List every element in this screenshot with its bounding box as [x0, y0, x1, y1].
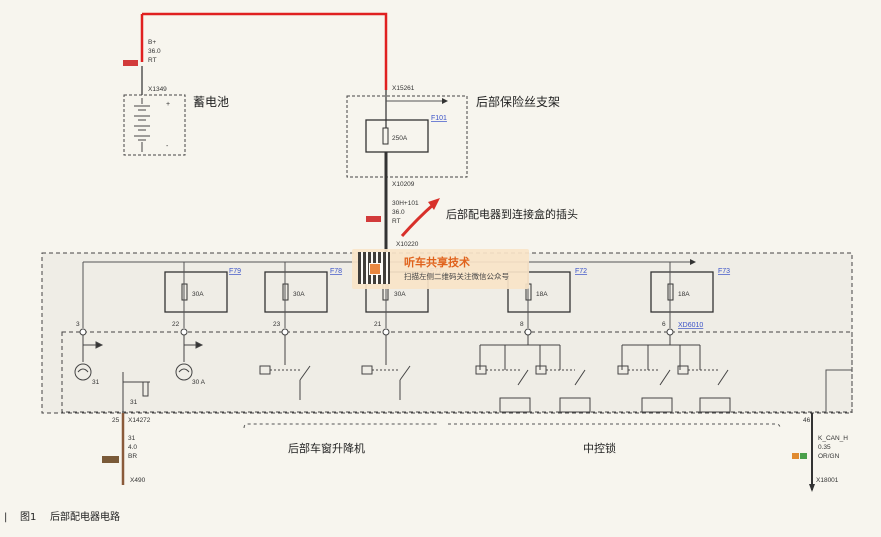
group-windows: 后部车窗升降机: [288, 441, 365, 455]
rear-fuse-connector-top: X15261: [392, 85, 415, 92]
ground-wire-2: 4.0: [128, 444, 137, 451]
left-components: [74, 335, 204, 420]
can-l3: OR/GN: [818, 453, 840, 460]
rear-fuse-holder-name: 后部保险丝支架: [476, 94, 560, 109]
can-connector: X18001: [816, 477, 839, 484]
label-31c: 31: [130, 399, 138, 406]
fuse-f101-rating: 250A: [392, 135, 408, 142]
fuse-f101-id: F101: [431, 115, 447, 122]
plug-wire-swatch: [366, 216, 381, 222]
battery-plus: +: [166, 101, 170, 108]
caption-title: 后部配电器电路: [50, 510, 120, 523]
qr-code-icon[interactable]: [358, 252, 390, 284]
lock-relays: [475, 335, 731, 413]
b-plus-wire: [140, 12, 388, 90]
rear-fuse-connector-bottom: X10209: [392, 181, 415, 188]
watermark-subtitle: 扫描左侧二维码关注微信公众号: [404, 272, 509, 281]
battery-wire-label-1: B+: [148, 39, 156, 46]
pin-f73: 6: [662, 321, 666, 328]
distributor-connector-right: XD6010: [678, 322, 703, 329]
control-module-box: [61, 331, 853, 413]
ground-wire-3: BR: [128, 453, 137, 460]
caption-figure: 图1: [20, 511, 36, 523]
ground-pin: 25: [112, 417, 120, 424]
pin-f79: 22: [172, 321, 180, 328]
battery-wire-label-3: RT: [148, 57, 157, 64]
fuse-f73-id: F73: [718, 268, 730, 275]
wire-color-swatch-red: [123, 60, 138, 66]
fuse-f79-rating: 30A: [192, 291, 204, 298]
watermark-banner[interactable]: 听车共享技术 扫描左侧二维码关注微信公众号: [352, 249, 529, 289]
battery-symbol: [134, 98, 150, 152]
battery-minus: -: [166, 143, 169, 150]
pin-left: 3: [76, 321, 80, 328]
caption-bar: |: [4, 512, 7, 523]
fuse-f79-id: F79: [229, 268, 241, 275]
battery-connector: X1349: [148, 86, 167, 93]
ground-bottom: X490: [130, 477, 146, 484]
fuse-f78-id: F78: [330, 268, 342, 275]
window-relays: [259, 335, 411, 400]
plug-wire-label-1: 30H+101: [392, 200, 419, 207]
battery-box: [123, 94, 186, 156]
battery-wire-label-2: 36.0: [148, 48, 161, 55]
fuse-f77-rating: 30A: [394, 291, 406, 298]
plug-wire-label-3: RT: [392, 218, 401, 225]
label-30a: 30 A: [192, 379, 206, 386]
rear-fuse-holder-box: [346, 95, 468, 178]
fuse-f72-rating: 18A: [536, 291, 548, 298]
pin-f77: 21: [374, 321, 382, 328]
fuse-f78-rating: 30A: [293, 291, 305, 298]
can-l2: 0.35: [818, 444, 831, 451]
label-31a: 31: [92, 379, 100, 386]
group-lock: 中控锁: [583, 441, 616, 455]
plug-annotation: 后部配电器到连接盒的插头: [446, 207, 578, 221]
annotation-arrow: [400, 202, 435, 237]
ground-wire-1: 31: [128, 435, 136, 442]
battery-name: 蓄电池: [193, 95, 229, 109]
plug-connector: X10220: [396, 241, 419, 248]
fuse-f73-rating: 18A: [678, 291, 690, 298]
watermark-title: 听车共享技术: [404, 256, 470, 269]
ground-wire-swatch: [102, 456, 119, 463]
can-pin: 46: [803, 417, 811, 424]
can-l1: K_CAN_H: [818, 435, 848, 442]
pin-f78: 23: [273, 321, 281, 328]
fuse-f101-box: [365, 119, 429, 153]
pin-f72: 8: [520, 321, 524, 328]
plug-wire-label-2: 36.0: [392, 209, 405, 216]
fuse-f72-id: F72: [575, 268, 587, 275]
ground-connector: X14272: [128, 417, 151, 424]
